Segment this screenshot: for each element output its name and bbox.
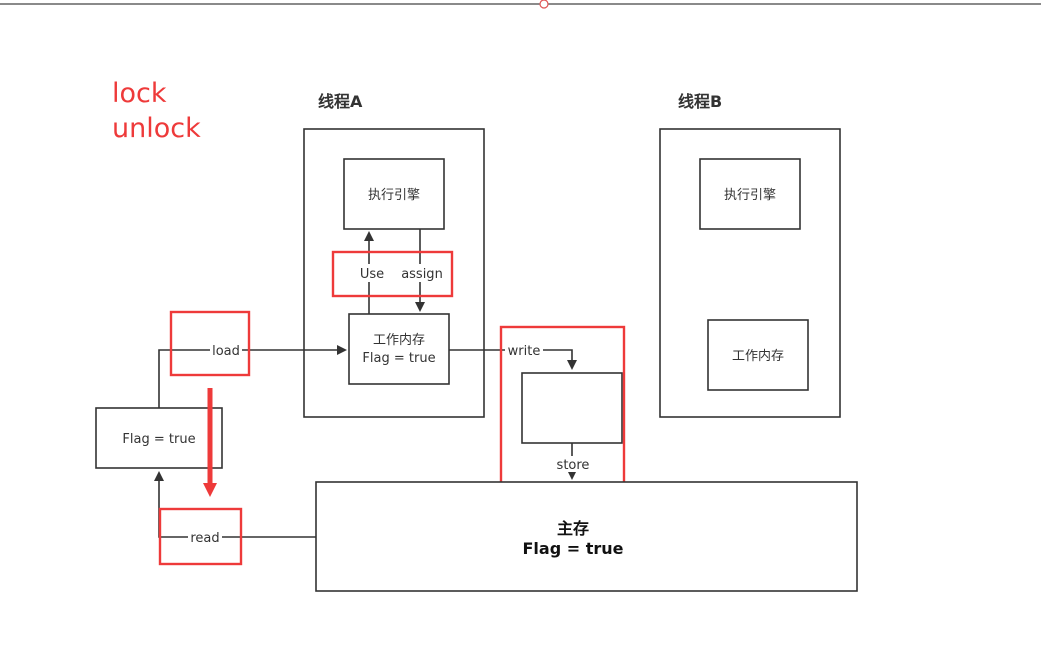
note-unlock: unlock xyxy=(112,113,201,144)
load-label-bg xyxy=(210,342,242,358)
load-arrow xyxy=(158,345,347,408)
thread-b-memory-box xyxy=(707,319,809,391)
thread-b-engine-label: 执行引擎 xyxy=(724,188,776,203)
load-highlight xyxy=(169,310,251,377)
thread-b-box xyxy=(659,128,841,418)
read-label-bg xyxy=(188,529,222,545)
thread-b-memory-label: 工作内存 xyxy=(732,348,784,364)
read-highlight xyxy=(158,507,243,566)
store-label: store xyxy=(557,458,590,473)
flag-box-label: Flag = true xyxy=(122,432,195,447)
thread-a-engine-box xyxy=(343,158,445,230)
thread-b-title: 线程B xyxy=(678,92,722,111)
note-lock: lock xyxy=(112,78,167,109)
main-memory-box xyxy=(315,481,858,592)
buffer-box xyxy=(521,372,623,444)
assign-label: assign xyxy=(401,267,443,282)
use-label: Use xyxy=(360,267,384,282)
write-label-bg xyxy=(505,342,543,358)
flag-box xyxy=(95,407,223,469)
thread-a-memory-label: 工作内存 xyxy=(373,332,425,348)
use-assign-highlight xyxy=(331,250,454,298)
thread-a-engine-label: 执行引擎 xyxy=(368,188,420,203)
read-label: read xyxy=(190,531,219,546)
thread-b-engine-box xyxy=(699,158,801,230)
write-arrow xyxy=(449,349,577,370)
assign-label-bg xyxy=(401,264,443,282)
main-memory-flag: Flag = true xyxy=(523,539,624,558)
thread-a-memory-flag: Flag = true xyxy=(362,351,435,366)
store-label-bg xyxy=(554,456,592,472)
write-label: write xyxy=(508,344,541,359)
main-memory-title: 主存 xyxy=(557,519,589,538)
resize-handle[interactable] xyxy=(539,0,549,9)
use-label-bg xyxy=(356,264,386,282)
thread-a-memory-box xyxy=(348,313,450,385)
thread-a-box xyxy=(303,128,485,418)
thread-a-title: 线程A xyxy=(318,92,363,111)
load-label: load xyxy=(212,344,240,359)
read-arrow xyxy=(154,471,316,538)
